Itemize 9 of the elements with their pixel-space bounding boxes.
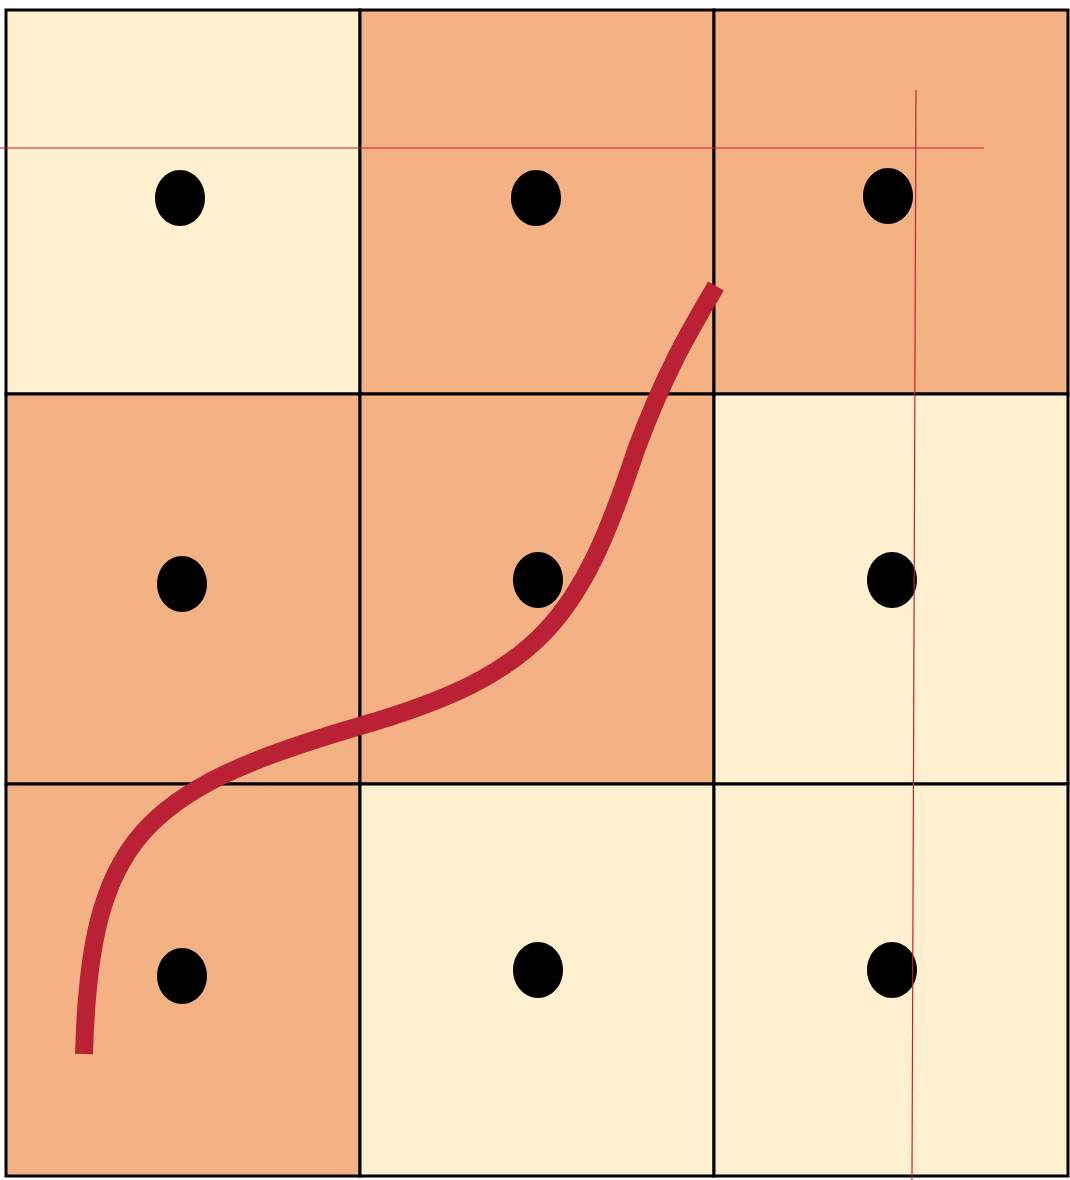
grid-cell bbox=[712, 782, 1070, 1178]
grid-cell bbox=[712, 392, 1070, 786]
grid-cell bbox=[4, 782, 362, 1178]
grid-cell bbox=[358, 782, 716, 1178]
grid-cell bbox=[358, 8, 716, 396]
grid-cell bbox=[4, 392, 362, 786]
grid-cell bbox=[358, 392, 716, 786]
grid-cell bbox=[712, 8, 1070, 396]
grid-cell bbox=[4, 8, 362, 396]
